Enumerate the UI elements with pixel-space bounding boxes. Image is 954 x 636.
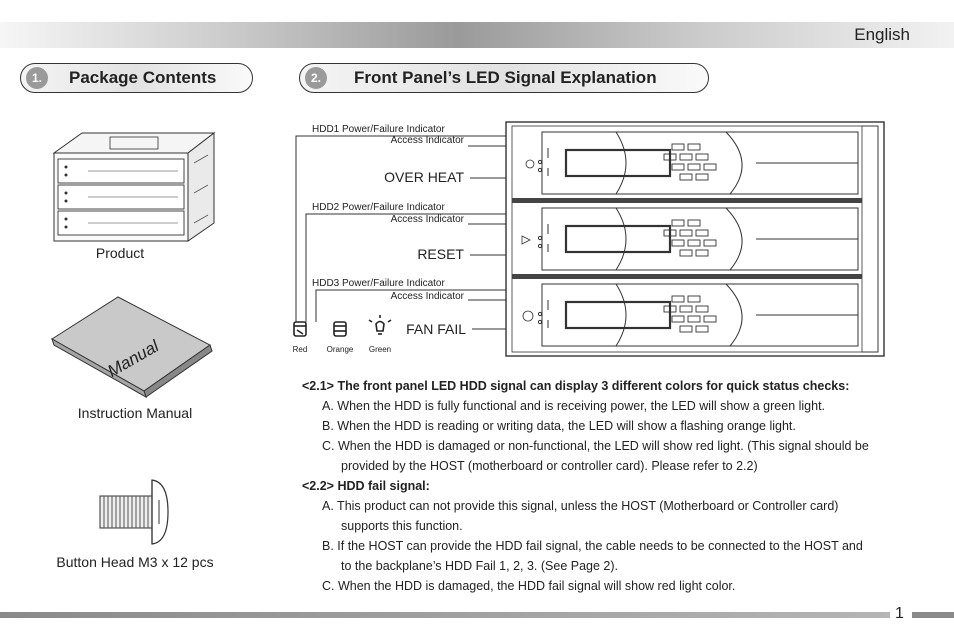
s21-item-b: B. When the HDD is reading or writing da… (322, 419, 796, 433)
s22-heading: <2.2> HDD fail signal: (302, 479, 430, 493)
header-bar (0, 22, 954, 48)
footer-bar-end (912, 612, 954, 618)
manual-caption: Instruction Manual (77, 405, 193, 421)
footer-bar (0, 612, 890, 618)
legend-red-label: Red (293, 345, 308, 354)
s22-item-b-line2: to the backplane’s HDD Fail 1, 2, 3. (Se… (341, 559, 619, 573)
hdd-red-icon (293, 321, 307, 337)
manual-book-icon: Manual (51, 296, 213, 399)
s22-item-c: C. When the HDD is damaged, the HDD fail… (322, 579, 736, 593)
hdd1-power-label: HDD1 Power/Failure Indicator (312, 124, 445, 135)
section1-title: Package Contents (69, 68, 217, 87)
over-heat-label: OVER HEAT (384, 169, 464, 185)
product-caption: Product (95, 245, 145, 261)
fan-fail-label: FAN FAIL (406, 321, 466, 337)
legend-green-label: Green (369, 345, 391, 354)
language-label: English (854, 25, 910, 44)
legend-orange-label: Orange (327, 345, 354, 354)
hdd2-access-label: Access Indicator (391, 214, 465, 225)
hdd-enclosure-icon (52, 131, 216, 242)
s22-item-b-line1: B. If the HOST can provide the HDD fail … (322, 539, 863, 553)
section2-title: Front Panel’s LED Signal Explanation (354, 68, 657, 87)
section1-heading: 1. Package Contents (20, 63, 253, 93)
hdd2-power-label: HDD2 Power/Failure Indicator (312, 202, 445, 213)
s22-item-a-line2: supports this function. (341, 519, 463, 533)
enclosure-front-panel (505, 121, 885, 357)
page-number: 1 (895, 605, 904, 622)
s21-heading: <2.1> The front panel LED HDD signal can… (302, 379, 850, 393)
screw-icon (99, 479, 169, 545)
s21-item-c-line2: provided by the HOST (motherboard or con… (341, 459, 758, 473)
s22-item-a-line1: A. This product can not provide this sig… (322, 499, 839, 513)
reset-label: RESET (417, 246, 464, 262)
hdd-green-icon (368, 315, 392, 335)
hdd3-power-label: HDD3 Power/Failure Indicator (312, 278, 445, 289)
section2-heading: 2. Front Panel’s LED Signal Explanation (299, 63, 709, 93)
s21-item-c-line1: C. When the HDD is damaged or non-functi… (322, 439, 869, 453)
section2-number: 2. (305, 67, 327, 89)
s21-item-a: A. When the HDD is fully functional and … (322, 399, 826, 413)
hdd3-access-label: Access Indicator (391, 291, 465, 302)
hdd-orange-icon (333, 321, 347, 337)
section1-number: 1. (26, 67, 48, 89)
hdd1-access-label: Access Indicator (391, 135, 465, 146)
screw-caption: Button Head M3 x 12 pcs (56, 554, 214, 570)
led-front-panel-diagram: HDD1 Power/Failure Indicator Access Indi… (293, 121, 885, 357)
